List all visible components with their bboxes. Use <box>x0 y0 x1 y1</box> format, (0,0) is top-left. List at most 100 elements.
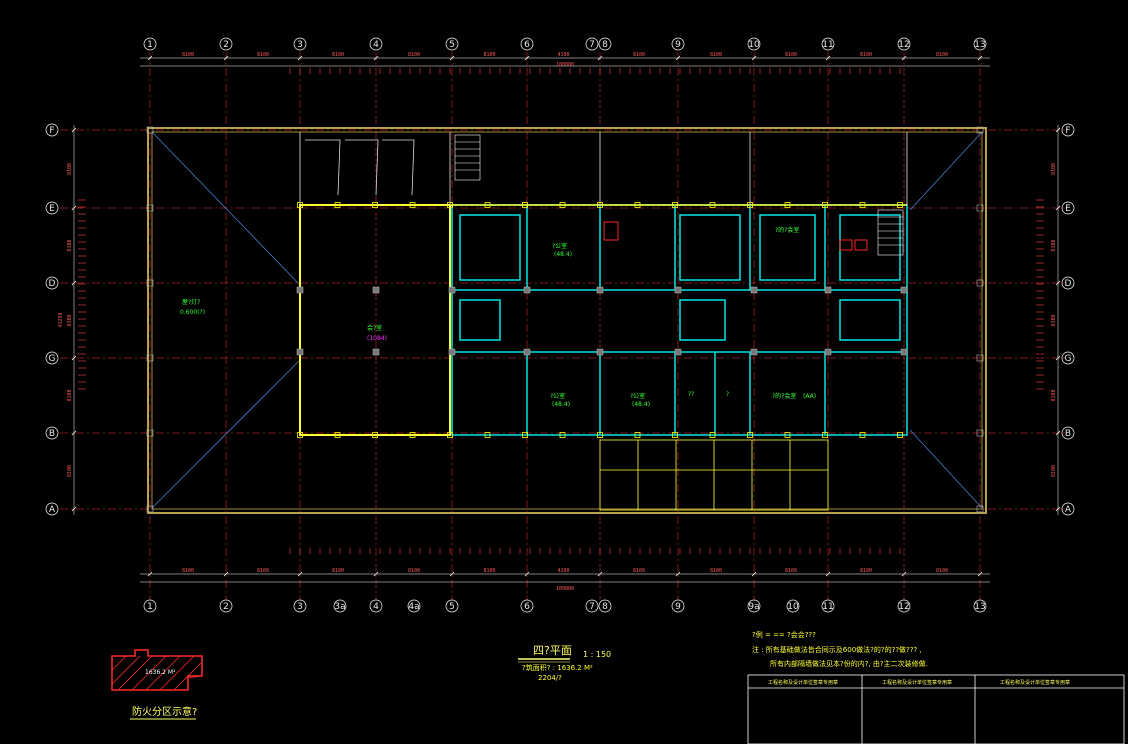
title-block <box>747 674 1125 744</box>
conference-room-wall <box>299 204 451 436</box>
axis-label-top: 4 <box>373 40 379 50</box>
room-label-office-1: ?公室 <box>552 242 567 250</box>
axis-label-bottom: 5 <box>449 602 455 612</box>
dimension-value-vertical: 8100 <box>67 163 73 175</box>
axis-label-top: 10 <box>748 40 760 50</box>
dimension-lines: 8100 8100 8100 8100 8100 4100 8100 8100 8100 8100… <box>58 52 1061 592</box>
room-label-conference: 会?室 <box>367 324 382 332</box>
axis-bubble-row <box>45 426 59 440</box>
axis-label-top: 9 <box>675 40 681 50</box>
axis-label-row: G <box>49 354 56 364</box>
axis-bubble-bottom <box>585 599 599 613</box>
dimension-total: 100800 <box>556 62 574 68</box>
axis-bubble-top <box>219 37 233 51</box>
stair-right <box>877 209 904 256</box>
axis-label-row: E <box>1065 204 1071 214</box>
dimension-value: 8100 <box>633 52 645 58</box>
axis-label-bottom: 4 <box>373 602 379 612</box>
room-label-office-2: ?公室 <box>550 392 565 400</box>
axis-bubble-bottom <box>369 599 383 613</box>
axis-bubble-row <box>45 123 59 137</box>
axis-bubble-bottom <box>407 599 421 613</box>
dimension-total-vertical: 41250 <box>58 312 64 327</box>
dimension-value-vertical: 8100 <box>1051 389 1057 401</box>
fire-zone-area: 1636.2 M² <box>145 669 176 676</box>
axis-label-top: 1 <box>147 40 153 50</box>
room-label-roof: 屋?灯? <box>182 298 200 306</box>
axis-bubble-top <box>293 37 307 51</box>
fire-equipment <box>603 221 868 251</box>
axis-bubble-top <box>671 37 685 51</box>
axis-label-bottom: 8 <box>602 602 608 612</box>
dimension-value: 8100 <box>332 52 344 58</box>
axis-label-top: 8 <box>602 40 608 50</box>
room-labels: 屋?灯? 0.600(?) 会?室 (1084) ?公室 (48.4) ?公室 … <box>180 226 816 408</box>
note-line-1: ?例 = == ?会会??? <box>752 630 816 639</box>
axis-label-top: 7 <box>589 40 595 50</box>
plan-area: ?筑面积? : 1636.2 M² <box>522 663 593 672</box>
axis-bubble-bottom <box>219 599 233 613</box>
axis-label-top: 5 <box>449 40 455 50</box>
room-label-meeting-2: ?的?会室 <box>775 226 799 234</box>
fire-zone-legend: 1636.2 M² 防火分区示意? <box>111 649 203 720</box>
room-label-meeting-1: ?的?会室 <box>772 392 796 400</box>
axis-label-bottom: 13 <box>974 602 985 612</box>
axis-bubble-row <box>1061 426 1075 440</box>
axis-bubble-bottom <box>671 599 685 613</box>
axis-bubble-bottom <box>786 599 800 613</box>
title-block-cell-1: 工程名称及设计单位签章专用章 <box>768 679 838 686</box>
dimension-value: 8100 <box>936 52 948 58</box>
axis-label-top: 2 <box>223 40 229 50</box>
axis-grid-lines <box>60 52 1068 600</box>
axis-label-bottom: 12 <box>898 602 909 612</box>
dimension-value: 8100 <box>408 52 420 58</box>
axis-bubble-bottom <box>333 599 347 613</box>
dimension-value: 8100 <box>785 52 797 58</box>
axis-label-bottom: 7 <box>589 602 595 612</box>
dimension-value-vertical: 8100 <box>67 465 73 477</box>
axis-label-row: D <box>49 279 56 289</box>
axis-bubble-top <box>143 37 157 51</box>
plan-title: 四?平面 <box>533 644 572 657</box>
axis-bubble-bottom <box>973 599 987 613</box>
fire-zone-shape <box>111 649 203 691</box>
room-label-office-3-sub: (48.4) <box>632 401 650 408</box>
axis-bubble-bottom <box>897 599 911 613</box>
axis-bubble-top <box>520 37 534 51</box>
axis-label-bottom: 11 <box>822 602 833 612</box>
dimension-value: 8100 <box>860 52 872 58</box>
axis-bubble-top <box>598 37 612 51</box>
axis-bubble-bottom <box>520 599 534 613</box>
axis-label-bottom: 6 <box>524 602 530 612</box>
fire-zone-caption: 防火分区示意? <box>132 705 197 718</box>
dimension-value: 8100 <box>483 568 495 574</box>
dimension-value-vertical: 8100 <box>67 389 73 401</box>
plan-extra: 2204/? <box>538 674 562 682</box>
axis-label-top: 11 <box>822 40 833 50</box>
dimension-value-vertical: 8100 <box>67 314 73 326</box>
plan-title-block: 四?平面 1 : 150 ?筑面积? : 1636.2 M² 2204/? <box>518 644 611 682</box>
axis-label-row: F <box>49 126 54 136</box>
axis-label-top: 3 <box>297 40 303 50</box>
axis-label-row: F <box>1065 126 1070 136</box>
axis-label-bottom: 3 <box>297 602 303 612</box>
dimension-value: 8100 <box>710 568 722 574</box>
room-label-office-2-sub: (48.4) <box>552 401 570 408</box>
title-block-cell-3: 工程名称及设计单位签章专用章 <box>1000 679 1070 686</box>
axis-bubble-row <box>1061 351 1075 365</box>
axis-bubble-row <box>45 276 59 290</box>
room-label-conference-sub: (1084) <box>367 335 387 342</box>
dimension-value: 4100 <box>557 568 569 574</box>
axis-bubble-top <box>585 37 599 51</box>
dimension-value: 8100 <box>257 52 269 58</box>
axis-label-row: G <box>1065 354 1072 364</box>
roof-diagonals <box>151 131 983 509</box>
axis-bubble-top <box>821 37 835 51</box>
dimension-value: 8100 <box>710 52 722 58</box>
dimension-value-vertical: 8100 <box>1051 239 1057 251</box>
dimension-value-vertical: 8100 <box>1051 465 1057 477</box>
axis-label-row: E <box>49 204 55 214</box>
axis-label-top: 12 <box>898 40 909 50</box>
